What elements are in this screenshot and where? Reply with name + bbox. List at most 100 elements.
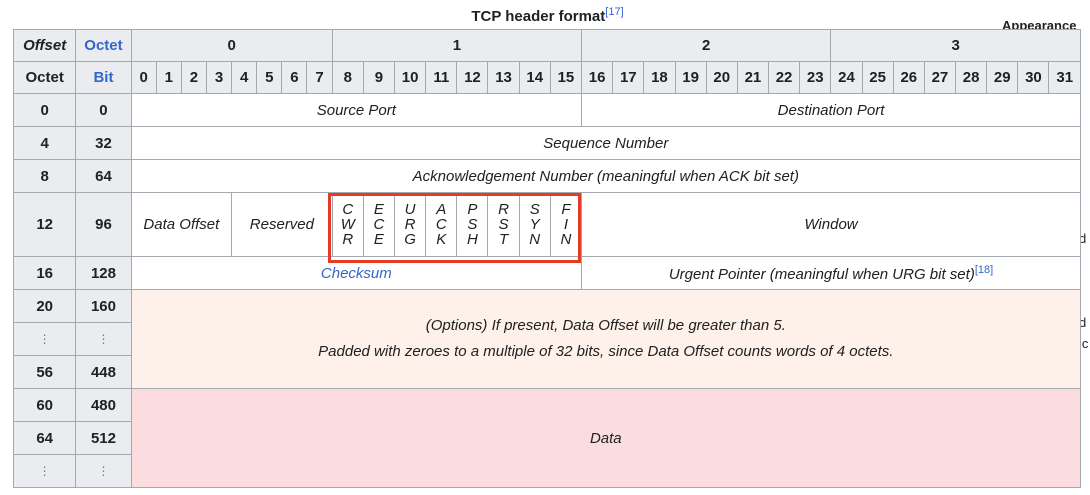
acknowledgement-number-field: Acknowledgement Number (meaningful when …	[130, 159, 1082, 193]
bit-number: 26	[892, 61, 925, 94]
bit-number: 11	[425, 61, 458, 94]
bit-number: 0	[130, 61, 157, 94]
octet-0-header: 0	[130, 29, 333, 62]
bit-number: 3	[205, 61, 233, 94]
reference-link-17[interactable]: [17]	[605, 6, 624, 18]
bit-number: 22	[767, 61, 801, 94]
clipped-sidebar-text: d	[1079, 231, 1090, 246]
row-bit: 128	[75, 256, 132, 290]
sequence-number-field: Sequence Number	[130, 126, 1082, 160]
data-field: Data	[130, 388, 1082, 488]
bit-number: 12	[456, 61, 489, 94]
row-octet: 8	[12, 159, 77, 193]
row-bit: 448	[75, 355, 132, 389]
octet-link[interactable]: Octet	[84, 37, 123, 54]
table-row: 60 480 Data	[12, 388, 1082, 488]
options-line-1: (Options) If present, Data Offset will b…	[425, 317, 786, 334]
bit-number: 1	[155, 61, 182, 94]
row-octet: 4	[12, 126, 77, 160]
bit-number: 21	[736, 61, 769, 94]
octet-header-row: Offset Octet 0 1 2 3	[12, 29, 1081, 62]
table-row: 20 160 (Options) If present, Data Offset…	[12, 289, 1082, 389]
bit-number: 9	[362, 61, 396, 94]
row-octet: 64	[12, 421, 77, 455]
table-row: 8 64 Acknowledgement Number (meaningful …	[12, 159, 1082, 193]
table-caption: TCP header format[17]	[0, 6, 1090, 25]
options-line-2: Padded with zeroes to a multiple of 32 b…	[318, 343, 894, 360]
options-field: (Options) If present, Data Offset will b…	[130, 289, 1082, 389]
row-bit-ellipsis: ⋮	[75, 322, 132, 356]
bit-number: 29	[986, 61, 1019, 94]
reserved-field: Reserved	[231, 192, 333, 257]
row-bit: 160	[75, 289, 132, 323]
row-bit: 96	[75, 192, 132, 257]
offset-header: Offset	[12, 29, 77, 62]
table-row: 16 128 Checksum Urgent Pointer (meaningf…	[12, 256, 1081, 290]
bit-number: 16	[581, 61, 614, 94]
row-octet: 16	[12, 256, 77, 290]
bit-number: 6	[281, 61, 308, 94]
urgent-pointer-label: Urgent Pointer (meaningful when URG bit …	[668, 265, 975, 283]
row-octet: 56	[12, 355, 77, 389]
bit-number: 10	[394, 61, 427, 94]
row-bit: 480	[75, 388, 132, 422]
table-row: 0 0 Source Port Destination Port	[12, 93, 1081, 127]
reference-link-18[interactable]: [18]	[974, 263, 994, 276]
caption-title: TCP header format	[471, 8, 606, 25]
table-row: ⋮ ⋮	[12, 322, 1081, 356]
table-row: 56 448	[12, 355, 1081, 389]
window-field: Window	[581, 192, 1081, 257]
urgent-pointer-field: Urgent Pointer (meaningful when URG bit …	[581, 256, 1081, 290]
data-offset-field: Data Offset	[130, 192, 233, 257]
row-octet: 0	[12, 93, 77, 127]
destination-port-field: Destination Port	[581, 93, 1081, 127]
row-octet: 60	[12, 388, 77, 422]
bit-number: 8	[331, 61, 364, 94]
bit-number: 23	[799, 61, 832, 94]
bit-number: 7	[306, 61, 333, 94]
octet-1-header: 1	[331, 29, 583, 62]
row-octet: 20	[12, 289, 77, 323]
bit-number: 19	[674, 61, 707, 94]
bit-number: 27	[923, 61, 957, 94]
table-row: ⋮ ⋮	[12, 454, 1081, 488]
row-bit: 32	[75, 126, 132, 160]
bit-header-row: Octet Bit 0 1 2 3 4 5 6 7 8 9 10 11 12 1…	[12, 61, 1081, 94]
row-bit-ellipsis: ⋮	[75, 454, 132, 488]
bit-link[interactable]: Bit	[93, 69, 114, 86]
bit-number: 25	[861, 61, 894, 94]
bit-number: 2	[180, 61, 207, 94]
octet-column-header: Octet	[12, 61, 77, 94]
tcp-header-table: Offset Octet 0 1 2 3 Octet Bit 0 1 2 3 4…	[12, 29, 1082, 488]
bit-number: 14	[518, 61, 551, 94]
row-octet-ellipsis: ⋮	[12, 454, 77, 488]
octet-3-header: 3	[830, 29, 1081, 62]
row-octet-ellipsis: ⋮	[12, 322, 77, 356]
checksum-field: Checksum	[130, 256, 583, 290]
bit-number: 30	[1017, 61, 1050, 94]
checksum-link[interactable]: Checksum	[320, 264, 392, 282]
table-row: 4 32 Sequence Number	[12, 126, 1082, 160]
table-row: 64 512	[12, 421, 1081, 455]
clipped-sidebar-text: d	[1079, 315, 1090, 330]
bit-column-header: Bit	[75, 61, 132, 94]
clipped-sidebar-text: ic	[1079, 336, 1090, 351]
row-bit: 0	[75, 93, 132, 127]
bit-number: 13	[487, 61, 520, 94]
bit-number: 17	[612, 61, 645, 94]
row-bit: 64	[75, 159, 132, 193]
source-port-field: Source Port	[130, 93, 583, 127]
row-bit: 512	[75, 421, 132, 455]
bit-number: 15	[549, 61, 583, 94]
bit-number: 24	[830, 61, 863, 94]
bit-number: 5	[256, 61, 283, 94]
